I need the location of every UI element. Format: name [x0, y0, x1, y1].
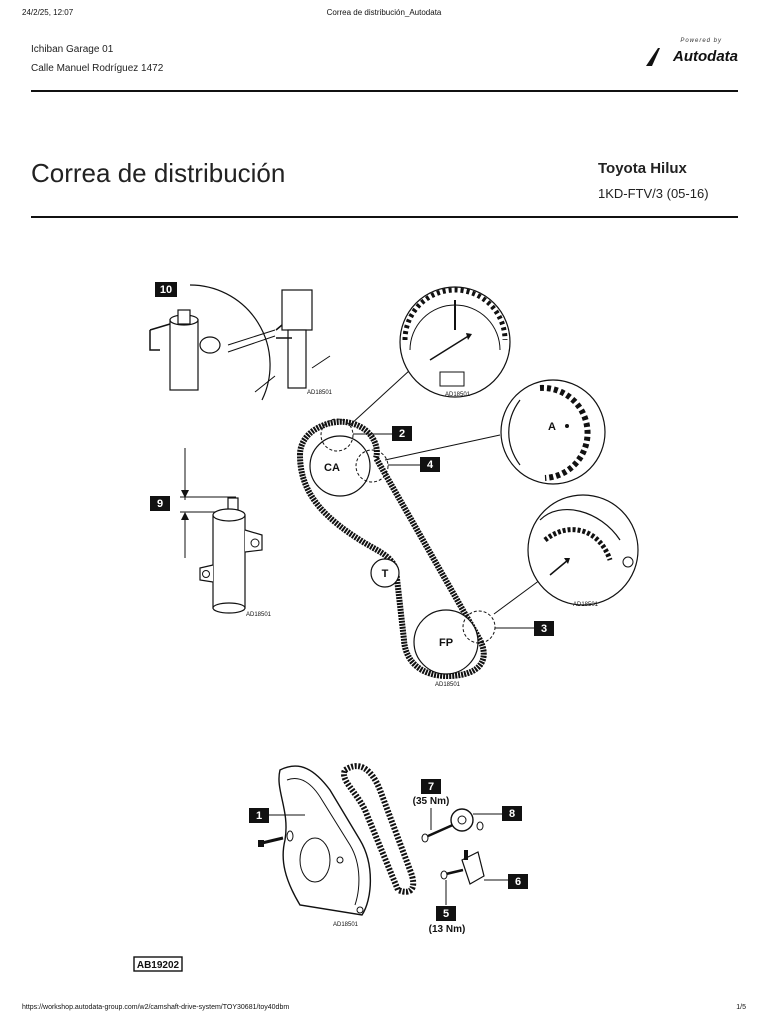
- callout-1: [249, 808, 269, 823]
- inset-pump-mark: AD18501: [527, 494, 639, 608]
- garage-info: Ichiban Garage 01 Calle Manuel Rodríguez…: [31, 40, 163, 78]
- header-rule: [31, 90, 738, 92]
- callout-4: [420, 457, 440, 472]
- print-url[interactable]: https://workshop.autodata-group.com/w2/c…: [22, 1004, 290, 1011]
- vehicle-engine: 1KD-FTV/3 (05-16): [598, 186, 709, 201]
- callout-5: [436, 906, 456, 921]
- inset-9-drawing: 9 AD18501: [150, 448, 272, 618]
- timing-cover: [278, 765, 372, 916]
- inset-cam-code: AD18501: [445, 392, 471, 398]
- tensioner-pulley: [450, 808, 474, 832]
- page-title: Correa de distribución: [31, 158, 286, 188]
- timing-belt: [296, 418, 487, 680]
- callout-10-label: 10: [160, 284, 172, 296]
- print-page-number: 1/5: [736, 1004, 746, 1011]
- callout-8-label: 8: [509, 808, 515, 820]
- torque-5: (13 Nm): [429, 924, 466, 935]
- callout-2-label: 2: [399, 428, 405, 440]
- figure-ref: AB19202: [137, 960, 180, 971]
- inset-10-code: AD18501: [307, 390, 333, 396]
- callout-2: [392, 426, 412, 441]
- exploded-code: AD18501: [333, 922, 359, 928]
- timing-belt-diagrams: 10 AD18501 9: [133, 282, 639, 972]
- inset-a-mark: A: [500, 379, 606, 485]
- print-footer: https://workshop.autodata-group.com/w2/c…: [0, 1004, 768, 1016]
- callout-9-label: 9: [157, 498, 163, 510]
- pump-sprocket: [413, 609, 479, 675]
- belt-part: [341, 763, 417, 895]
- callout-5-label: 5: [443, 908, 449, 920]
- label-ca: CA: [324, 462, 340, 474]
- print-header: 24/2/25, 12:07 Correa de distribución_Au…: [0, 8, 768, 22]
- callout-8: [502, 806, 522, 821]
- callout-6-label: 6: [515, 876, 521, 888]
- callout-4-label: 4: [427, 459, 434, 471]
- logo-mark-icon: [646, 48, 660, 66]
- label-a: A: [548, 421, 556, 433]
- callout-7-label: 7: [428, 781, 434, 793]
- inset-pump-code: AD18501: [573, 602, 599, 608]
- callout-3-label: 3: [541, 623, 547, 635]
- vehicle-name: Toyota Hilux: [598, 160, 687, 177]
- timing-belt-figure: 10 AD18501 9: [149, 282, 639, 688]
- callout-6: [508, 874, 528, 889]
- autodata-logo: Powered by Autodata: [640, 38, 740, 70]
- garage-name: Ichiban Garage 01: [31, 44, 114, 55]
- logo-powered-by: Powered by: [680, 38, 722, 44]
- print-doc-title: Correa de distribución_Autodata: [326, 8, 442, 17]
- idler-pulley: [370, 558, 400, 588]
- inset-9-code: AD18501: [246, 612, 272, 618]
- torque-7: (35 Nm): [413, 796, 450, 807]
- label-fp: FP: [439, 637, 453, 649]
- belt-code: AD18501: [435, 682, 461, 688]
- callout-10: [155, 282, 177, 297]
- garage-address: Calle Manuel Rodríguez 1472: [31, 63, 164, 74]
- figure-ref-box: [133, 956, 183, 972]
- camshaft-sprocket: [309, 435, 371, 497]
- label-t: T: [382, 568, 389, 580]
- callout-9: [150, 496, 170, 511]
- exploded-view-figure: 1 7 (35 Nm) 8 6 5 (13 Nm) AD18501 AB19: [133, 763, 528, 972]
- callout-7: [421, 779, 441, 794]
- callout-3: [534, 621, 554, 636]
- inset-10-drawing: 10 AD18501: [149, 282, 333, 401]
- callout-1-label: 1: [256, 810, 262, 822]
- inset-cam-mark: AD18501: [399, 286, 511, 398]
- title-rule: [31, 216, 738, 218]
- print-datetime: 24/2/25, 12:07: [22, 8, 74, 17]
- logo-brand: Autodata: [673, 48, 738, 65]
